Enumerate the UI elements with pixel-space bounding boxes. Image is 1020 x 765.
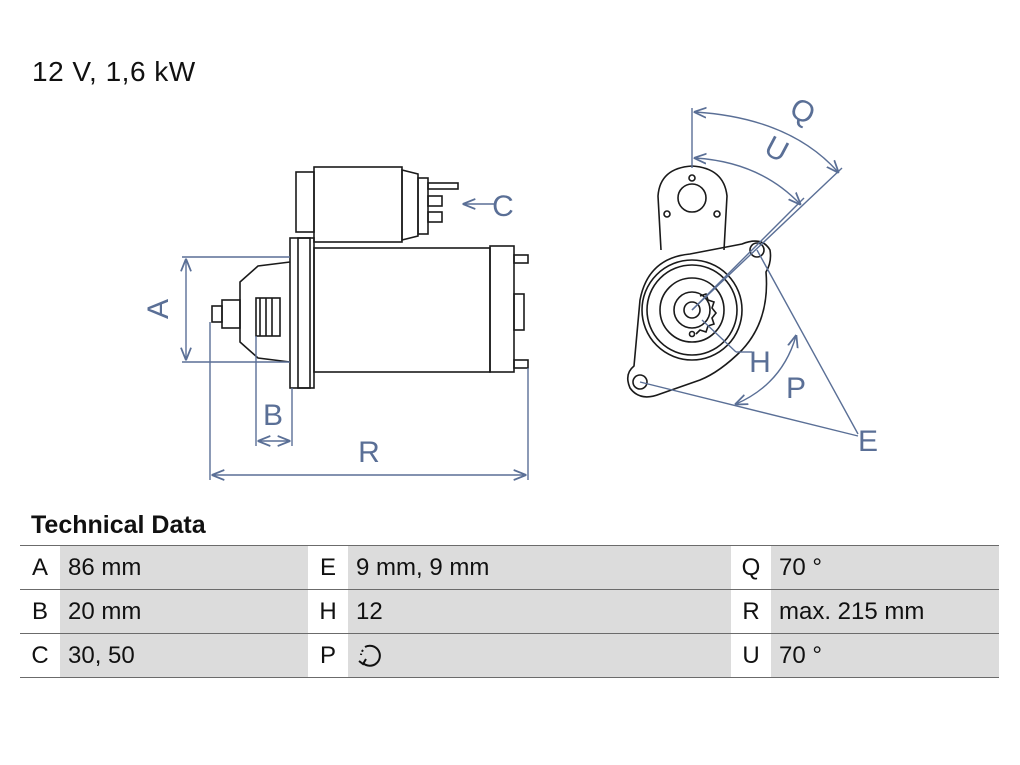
spec-value: 9 mm, 9 mm [348,545,731,590]
spec-value: 20 mm [60,589,308,634]
front-view [626,165,772,398]
product-headline: 12 V, 1,6 kW [32,56,196,87]
spec-value: 30, 50 [60,633,308,678]
spec-key: C [20,633,60,678]
front-view-dimensions [639,108,859,437]
spec-key: U [731,633,771,678]
table-row: A 86 mm E 9 mm, 9 mm Q 70 ° [20,545,999,590]
label-B: B [263,399,283,432]
label-R: R [358,436,380,469]
label-A: A [142,299,175,319]
spec-key: E [308,545,348,590]
table-row: B 20 mm H 12 R max. 215 mm [20,589,999,634]
starter-motor-diagram: A B R C Q U H P E [142,92,878,500]
spec-key: B [20,589,60,634]
spec-key: Q [731,545,771,590]
spec-value: 86 mm [60,545,308,590]
spec-value: 70 ° [771,633,999,678]
spec-value-rotation [348,633,731,678]
label-E: E [858,425,878,458]
label-P: P [786,372,806,405]
rotation-clockwise-icon [358,644,381,667]
side-view-dimensions [182,204,529,480]
spec-value: 70 ° [771,545,999,590]
spec-value: max. 215 mm [771,589,999,634]
technical-data-title: Technical Data [31,511,206,539]
spec-key: A [20,545,60,590]
label-H: H [749,346,771,379]
spec-key: P [308,633,348,678]
side-view [211,166,529,389]
table-row: C 30, 50 P U 70 ° [20,633,999,678]
spec-key: R [731,589,771,634]
technical-data-table: A 86 mm E 9 mm, 9 mm Q 70 ° B 20 mm H 12… [20,545,999,678]
label-C: C [492,190,514,223]
spec-key: H [308,589,348,634]
spec-value: 12 [348,589,731,634]
label-U: U [759,130,794,169]
label-Q: Q [784,92,820,132]
